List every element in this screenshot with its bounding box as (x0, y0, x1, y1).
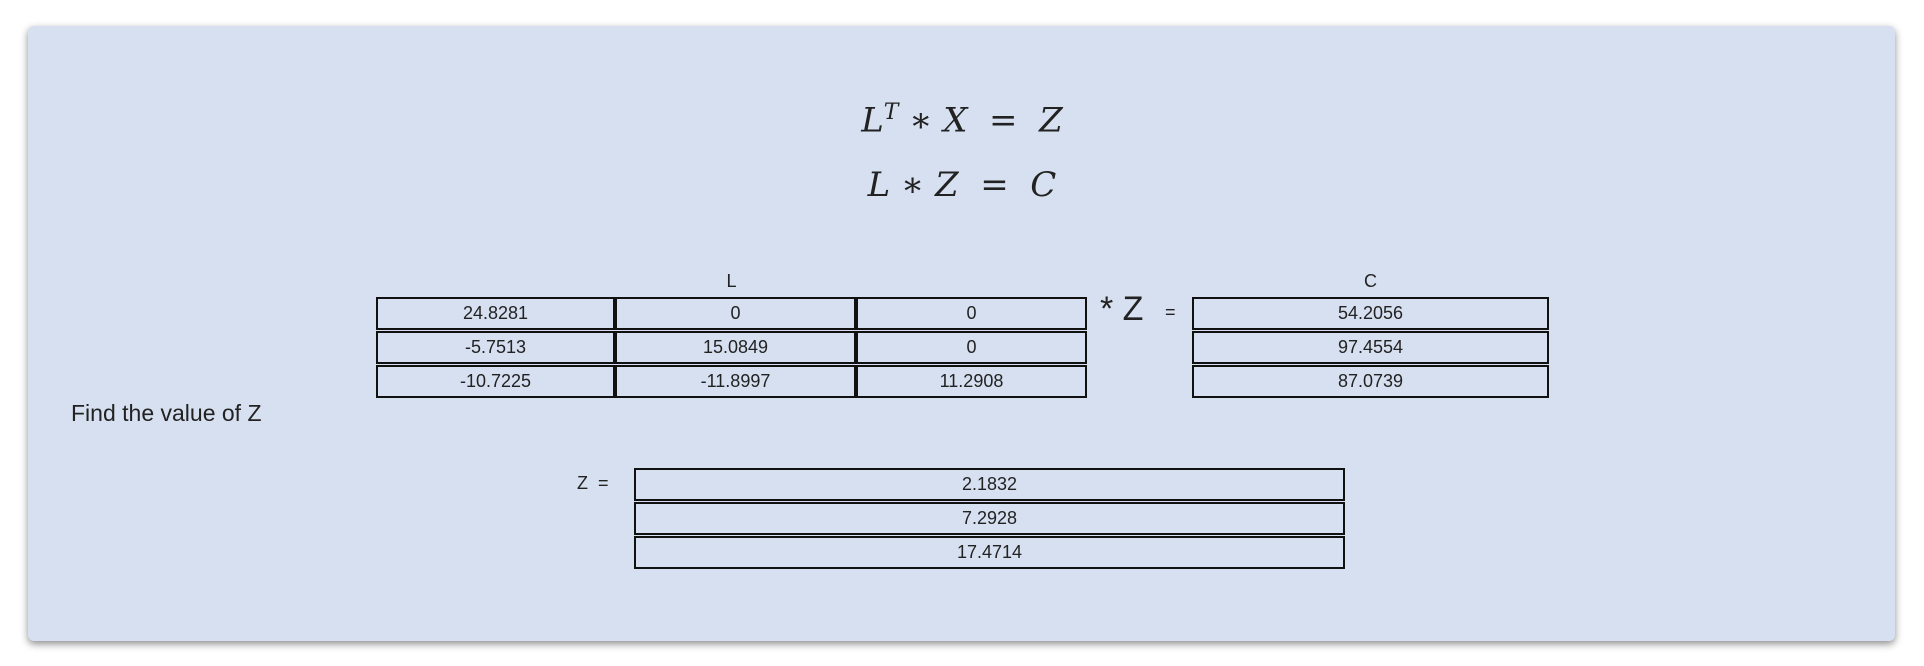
equation-1: LT ∗ X = Z (0, 100, 1924, 140)
eq1-base: L (861, 100, 884, 141)
vector-c-cell: 97.4554 (1192, 331, 1549, 364)
vector-c-cell: 54.2056 (1192, 297, 1549, 330)
times-z-label: * Z (1100, 290, 1144, 328)
equation-2: L ∗ Z = C (867, 165, 1057, 205)
matrix-l-cell: -10.7225 (376, 365, 615, 398)
problem-panel (28, 26, 1895, 641)
answer-z-label: Z = (577, 473, 609, 493)
matrix-l-cell: -5.7513 (376, 331, 615, 364)
prompt-text: Find the value of Z (71, 400, 262, 426)
matrix-l-cell: 0 (856, 331, 1087, 364)
matrix-l-cell: 15.0849 (615, 331, 856, 364)
matrix-l-cell: 0 (615, 297, 856, 330)
vector-c-label: C (1364, 271, 1377, 291)
eq1-sup: T (883, 100, 899, 125)
equals-sign: = (1165, 302, 1176, 322)
matrix-l-cell: 11.2908 (856, 365, 1087, 398)
matrix-l-cell: 0 (856, 297, 1087, 330)
eq1-rest: ∗ X = Z (898, 100, 1063, 141)
vector-c-cell: 87.0739 (1192, 365, 1549, 398)
answer-z-cell[interactable]: 17.4714 (634, 536, 1345, 569)
matrix-l-label: L (726, 271, 737, 291)
answer-z-cell[interactable]: 7.2928 (634, 502, 1345, 535)
matrix-l-cell: 24.8281 (376, 297, 615, 330)
matrix-l-cell: -11.8997 (615, 365, 856, 398)
answer-z-cell[interactable]: 2.1832 (634, 468, 1345, 501)
